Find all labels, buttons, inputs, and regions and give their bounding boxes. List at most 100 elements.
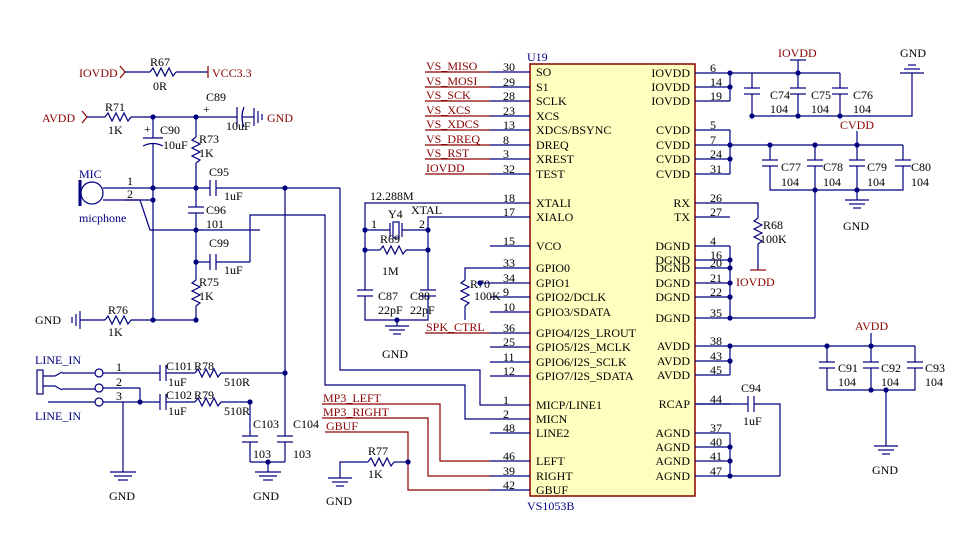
net-gnd-cvdd: GND — [843, 219, 869, 233]
junction-dot — [282, 370, 288, 376]
c88-value: 22pF — [410, 303, 435, 317]
r68-section: R68 100K IOVDD — [730, 202, 787, 289]
pin-number: 40 — [710, 435, 722, 449]
net-iovdd-top: IOVDD — [79, 66, 118, 80]
pin-number: 44 — [710, 392, 722, 406]
pin-name: GPIO2/DCLK — [536, 290, 606, 304]
pin-number: 12 — [503, 364, 515, 378]
pin-name: MICN — [536, 412, 568, 426]
pin-name: AGND — [655, 426, 690, 440]
svg-text:+: + — [203, 102, 210, 116]
r71-c89-section: AVDD R71 1K C89 + 10uF GND — [42, 90, 293, 137]
pin-number: 48 — [503, 421, 515, 435]
net-gnd-c89: GND — [267, 111, 293, 125]
pin-name: CVDD — [656, 123, 690, 137]
junction-dot — [477, 280, 483, 286]
pin-name: AVDD — [657, 354, 690, 368]
net-iovdd-test: IOVDD — [426, 161, 465, 175]
pin-number: 25 — [503, 335, 515, 349]
pin-name: RX — [673, 196, 690, 210]
svg-text:+: + — [144, 122, 151, 136]
junction-dot — [727, 156, 733, 162]
pin-name: MICP/LINE1 — [536, 398, 602, 412]
c101-value: 1uF — [168, 375, 187, 389]
junction-dot — [362, 247, 368, 253]
junction-dot — [193, 114, 199, 120]
pin-name: DGND — [655, 311, 690, 325]
r68-ref: R68 — [763, 218, 783, 232]
c99-ref: C99 — [209, 236, 229, 250]
c89-value: 10uF — [226, 119, 251, 133]
c96-value: 101 — [206, 217, 224, 231]
net-xtal: XTAL — [411, 203, 442, 217]
mic-section: + C90 10uF R73 1K MIC micphone 1 2 C95 1… — [35, 117, 285, 339]
junction-dot — [193, 317, 199, 323]
junction-dot — [150, 317, 156, 323]
chip-pin-right: 21 DGND — [655, 271, 730, 290]
junction-dot — [868, 387, 874, 393]
net-cvdd: CVDD — [840, 118, 874, 132]
pin-name: RIGHT — [536, 469, 573, 483]
line-in-section: LINE_IN LINE_IN 1 2 3 GND C101 1uF R78 5… — [35, 188, 319, 503]
svg-text:2: 2 — [127, 187, 133, 201]
junction-dot — [394, 317, 400, 323]
pin-number: 1 — [503, 393, 509, 407]
junction-dot — [265, 459, 271, 465]
c75-ref: C75 — [811, 88, 831, 102]
junction-dot — [854, 142, 860, 148]
junction-dot — [137, 399, 143, 405]
r79-value: 510R — [224, 404, 250, 418]
pin-number: 33 — [503, 256, 515, 270]
pin-number: 29 — [503, 75, 515, 89]
junction-dot — [193, 185, 199, 191]
junction-dot — [405, 459, 411, 465]
r75-value: 1K — [199, 289, 214, 303]
pin-number: 21 — [710, 271, 722, 285]
line-in-label-bottom: LINE_IN — [35, 409, 81, 423]
pin-number: 26 — [710, 191, 722, 205]
pin-name: IOVDD — [651, 80, 690, 94]
avdd-decoupling: AVDD GND C91 104 C92 104 C93 104 — [729, 319, 945, 477]
c76-value: 104 — [853, 102, 871, 116]
c93-value: 104 — [925, 375, 943, 389]
r77-ref: R77 — [368, 444, 388, 458]
net-gnd-xtal: GND — [382, 347, 408, 361]
pin-number: 27 — [710, 205, 722, 219]
junction-dot — [749, 113, 755, 119]
net-mp3-left: MP3_LEFT — [323, 391, 382, 405]
mic-part: micphone — [79, 211, 126, 225]
junction-dot — [727, 358, 733, 364]
pin-name: TX — [674, 210, 690, 224]
net-vs-mosi: VS_MOSI — [426, 74, 477, 88]
junction-dot — [883, 387, 889, 393]
c87-value: 22pF — [378, 303, 403, 317]
pin-name: GPIO7/I2S_SDATA — [536, 369, 634, 383]
pin-number: 11 — [503, 350, 515, 364]
junction-dot — [193, 227, 199, 233]
junction-dot — [837, 113, 843, 119]
junction-dot — [727, 142, 733, 148]
pin-name: DGND — [655, 276, 690, 290]
pin-name: LEFT — [536, 454, 565, 468]
r78-ref: R78 — [194, 359, 214, 373]
c104-ref: C104 — [293, 417, 319, 431]
pin-name: AVDD — [657, 368, 690, 382]
